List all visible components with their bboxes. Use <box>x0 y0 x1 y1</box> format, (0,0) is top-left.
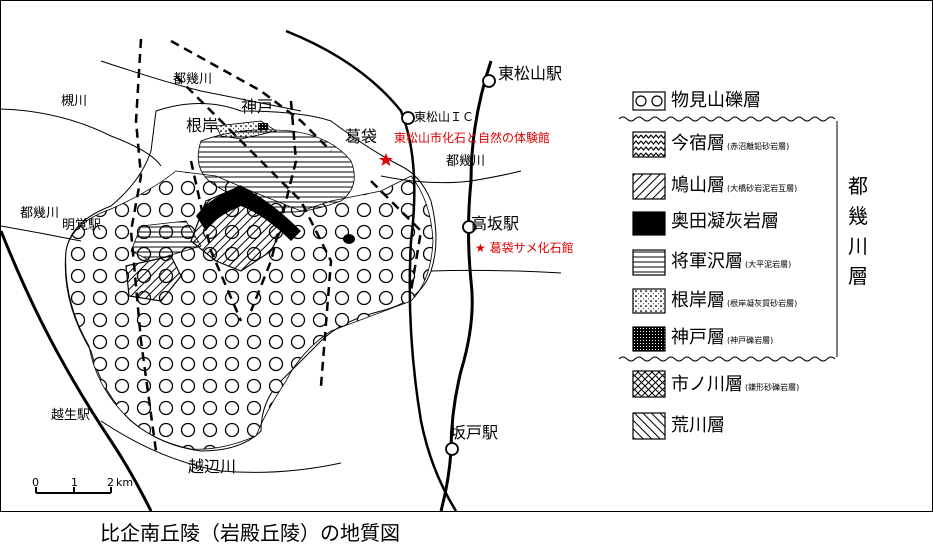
scale-unit: km <box>116 476 134 489</box>
legend-item-negishi: 根岸層(根岸凝灰質砂岩層) <box>671 292 797 310</box>
legend-note: (大橋砂岩泥岩互層) <box>727 184 798 193</box>
legend-upper-wavy-line <box>618 116 836 122</box>
scale-tick-0: 0 <box>32 476 39 489</box>
label-koudo: 神戸 <box>241 97 274 116</box>
legend-swatches <box>632 91 666 440</box>
legend-label-text: 物見山礫層 <box>671 90 761 111</box>
museum-star-icons <box>379 153 393 166</box>
group-char: 都 <box>848 174 868 198</box>
okuda-tuff-spot <box>343 234 355 244</box>
legend-label-text: 神戸層 <box>671 327 725 348</box>
legend-item-koudo: 神戸層(神戸礫岩層) <box>671 329 773 347</box>
legend-item-imajuku: 今宿層(赤沼離鉛砂岩層) <box>671 135 789 153</box>
legend-note: (鎌形砂礫岩層) <box>745 383 800 392</box>
geologic-map <box>1 29 838 511</box>
label-tokigawa-east: 都幾川 <box>446 154 486 169</box>
legend-item-monomiyama: 物見山礫層 <box>671 92 761 110</box>
label-oppe-station: 越生駅 <box>51 408 91 423</box>
okuda-tuff-unit <box>196 186 301 241</box>
legend-label-text: 鳩山層 <box>671 175 725 196</box>
group-char: 川 <box>848 234 868 258</box>
label-tokigawa-west: 都幾川 <box>20 206 60 221</box>
label-sakado-station: 坂戸駅 <box>450 423 499 442</box>
station-markers <box>401 74 496 456</box>
label-fossil-museum: 東松山市化石と自然の体験館 <box>394 131 551 145</box>
faults <box>129 38 423 452</box>
legend-label-text: 市ノ川層 <box>671 374 743 395</box>
legend-item-okuda: 奥田凝灰岩層 <box>671 213 779 231</box>
legend-note: (根岸凝灰質砂岩層) <box>727 299 798 308</box>
legend-note: (赤沼離鉛砂岩層) <box>727 142 790 151</box>
legend-item-shogunsawa: 将軍沢層(大平泥岩層) <box>671 253 791 271</box>
legend-item-hatoyama: 鳩山層(大橋砂岩泥岩互層) <box>671 177 797 195</box>
legend-label-text: 根岸層 <box>671 290 725 311</box>
figure-caption: 比企南丘陵（岩殿丘陵）の地質図 <box>100 521 400 545</box>
legend-item-arakawa: 荒川層 <box>671 417 725 435</box>
hatoyama-unit-west <box>125 255 182 302</box>
legend-note: (大平泥岩層) <box>745 260 792 269</box>
label-myokaku-station: 明覚駅 <box>62 218 102 233</box>
legend-label-text: 奥田凝灰岩層 <box>671 211 779 232</box>
legend-label-text: 荒川層 <box>671 415 725 436</box>
label-negishi: 根岸 <box>186 116 219 135</box>
legend-item-ichinokawa: 市ノ川層(鎌形砂礫岩層) <box>671 376 799 394</box>
group-char: 層 <box>848 264 868 288</box>
scale-bar <box>35 487 112 494</box>
legend-label-text: 将軍沢層 <box>671 251 743 272</box>
label-takasaka-station: 高坂駅 <box>471 214 520 233</box>
scale-tick-2: 2 <box>107 476 114 489</box>
koudo-unit <box>258 123 268 130</box>
label-tokigawa-north: 都幾川 <box>173 72 213 87</box>
shogunsawa-unit-west <box>130 220 202 262</box>
legend-note: (神戸礫岩層) <box>727 336 774 345</box>
legend-lower-wavy-line <box>618 356 836 362</box>
legend-label-text: 今宿層 <box>671 133 725 154</box>
label-higashi-matsuyama-ic: 東松山ＩＣ <box>414 110 475 124</box>
scale-tick-1: 1 <box>71 476 78 489</box>
label-higashi-matsuyama-station: 東松山駅 <box>498 64 563 83</box>
label-kuzubukuro: 葛袋 <box>345 127 378 146</box>
group-char: 幾 <box>848 204 868 228</box>
rivers <box>1 60 562 473</box>
label-oppegawa: 越辺川 <box>188 457 237 476</box>
legend-group-label: 都 幾 川 層 <box>847 171 869 291</box>
label-shark-museum: ★ 葛袋サメ化石館 <box>475 241 574 255</box>
map-frame: 東松山駅 高坂駅 坂戸駅 明覚駅 越生駅 東松山ＩＣ 葛袋 神戸 根岸 東松山市… <box>0 0 933 512</box>
expressway <box>285 29 458 511</box>
label-tsukigawa: 槻川 <box>61 94 88 109</box>
